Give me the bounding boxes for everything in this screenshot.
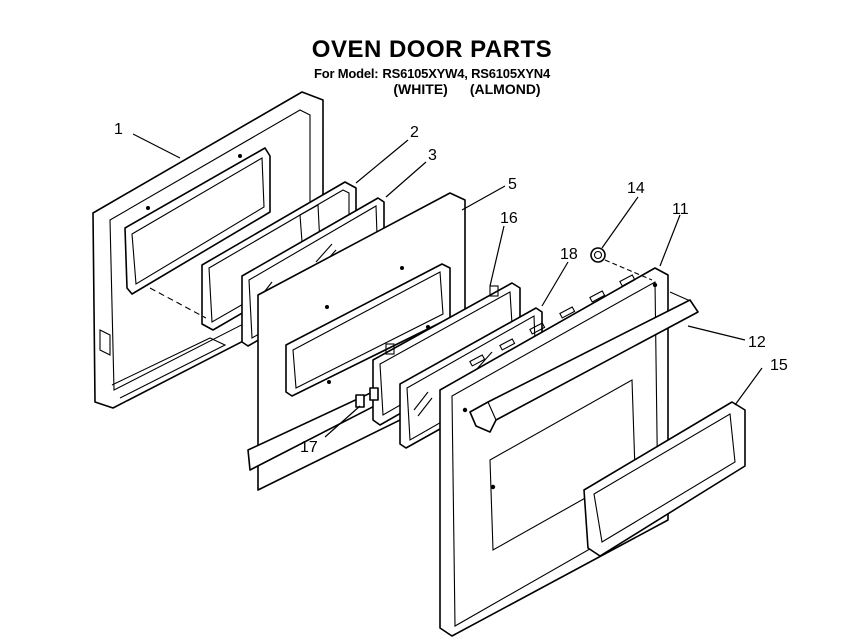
part-14-screw [590,247,606,263]
callout-11: 11 [672,201,689,218]
model-numbers: RS6105XYW4, RS6105XYN4 [382,66,551,81]
callout-2: 2 [410,124,419,141]
callout-15: 15 [770,357,788,374]
callout-17: 17 [300,439,318,456]
alignment-lines [149,259,653,319]
part-15-window-gasket [583,401,746,557]
callout-12: 12 [748,334,766,351]
callout-5: 5 [508,176,517,193]
model-label: For Model: [313,66,379,81]
leader-lines [132,133,763,438]
part-12-door-handle [469,291,699,433]
part-17-hinge-clip [355,387,379,408]
callout-1: 1 [114,121,123,138]
color-almond: (ALMOND) [469,81,541,97]
page-title: OVEN DOOR PARTS [311,36,553,63]
color-line: (WHITE) (ALMOND) [0,81,864,97]
callout-16: 16 [500,210,518,227]
callout-18: 18 [560,246,578,263]
color-white: (WHITE) [393,81,448,97]
callout-3: 3 [428,147,437,164]
callout-14: 14 [627,180,645,197]
model-line: For Model:RS6105XYW4, RS6105XYN4 [0,66,864,81]
